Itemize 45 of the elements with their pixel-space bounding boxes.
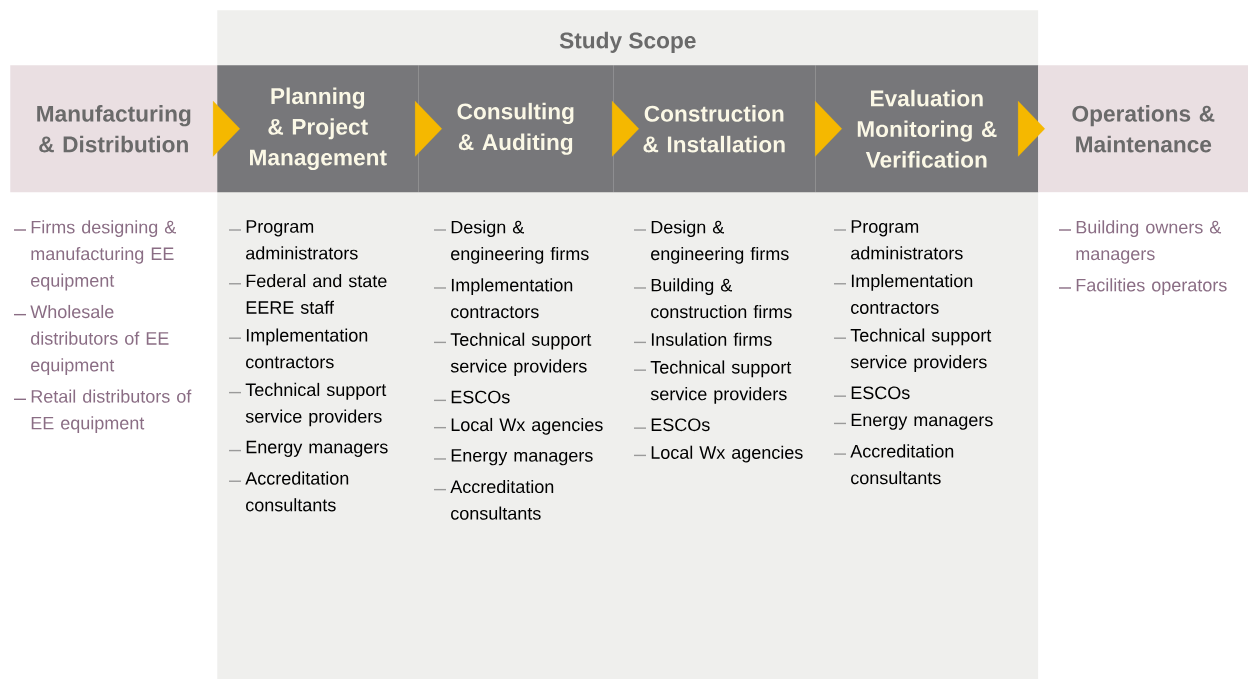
list-item: Implementation contractors	[228, 328, 368, 369]
stage-header: Evaluation Monitoring & Verification	[815, 65, 1039, 193]
stage-header: Planning & Project Management	[217, 65, 419, 193]
node-label: Consulting & Auditing	[457, 102, 574, 155]
list-item: Program administrators	[833, 220, 963, 260]
list-item: Technical support service providers	[633, 360, 792, 404]
stage-header: Manufacturing & Distribution	[10, 65, 218, 193]
list-item: Program administrators	[228, 220, 358, 260]
list-item: Technical support service providers	[228, 382, 387, 427]
list-item: Federal and state EERE staff	[228, 274, 387, 314]
chevron-arrow	[414, 100, 442, 157]
chevron-arrow	[611, 100, 639, 157]
list-item: Facilities operators	[1058, 278, 1227, 296]
list-item: Accreditation consultants	[433, 479, 554, 520]
node-label: Evaluation Monitoring & Verification	[857, 89, 997, 168]
list-item: Building & construction firms	[633, 278, 792, 319]
list-item: Technical support service providers	[433, 332, 592, 377]
list-item: Firms designing & manufacturing EE equipment	[13, 220, 176, 291]
list-item: Design & engineering firms	[633, 220, 789, 264]
list-item: Wholesale distributors of EE equipment	[13, 304, 169, 376]
list-item: Accreditation consultants	[833, 444, 954, 485]
list-item: Local Wx agencies	[633, 445, 803, 463]
list-item: Energy managers	[228, 440, 388, 457]
list-item: ESCOs	[433, 390, 510, 404]
list-item: Technical support service providers	[833, 328, 992, 372]
list-item: Insulation firms	[633, 332, 772, 346]
stage-header: Consulting & Auditing	[418, 65, 614, 193]
chevron-arrow	[1017, 100, 1045, 157]
list-item: Energy managers	[833, 413, 993, 430]
list-item: Accreditation consultants	[228, 471, 349, 512]
list-item: Design & engineering firms	[433, 220, 589, 264]
chevron-arrow	[212, 100, 240, 157]
list-item: Implementation contractors	[433, 278, 573, 319]
list-item: Energy managers	[433, 449, 593, 466]
node-label: Construction & Installation	[643, 105, 785, 153]
node-label: Planning & Project Management	[250, 87, 387, 171]
chevron-arrow	[814, 100, 842, 157]
list-item: ESCOs	[833, 386, 910, 400]
list-item: Local Wx agencies	[433, 417, 603, 435]
list-item: ESCOs	[633, 418, 710, 432]
list-item: Building owners & managers	[1058, 220, 1222, 264]
list-item: Retail distributors of EE equipment	[13, 389, 192, 433]
list-item: Implementation contractors	[833, 274, 973, 314]
stage-header: Operations & Maintenance	[1038, 65, 1248, 193]
stage-header: Construction & Installation	[613, 65, 816, 193]
